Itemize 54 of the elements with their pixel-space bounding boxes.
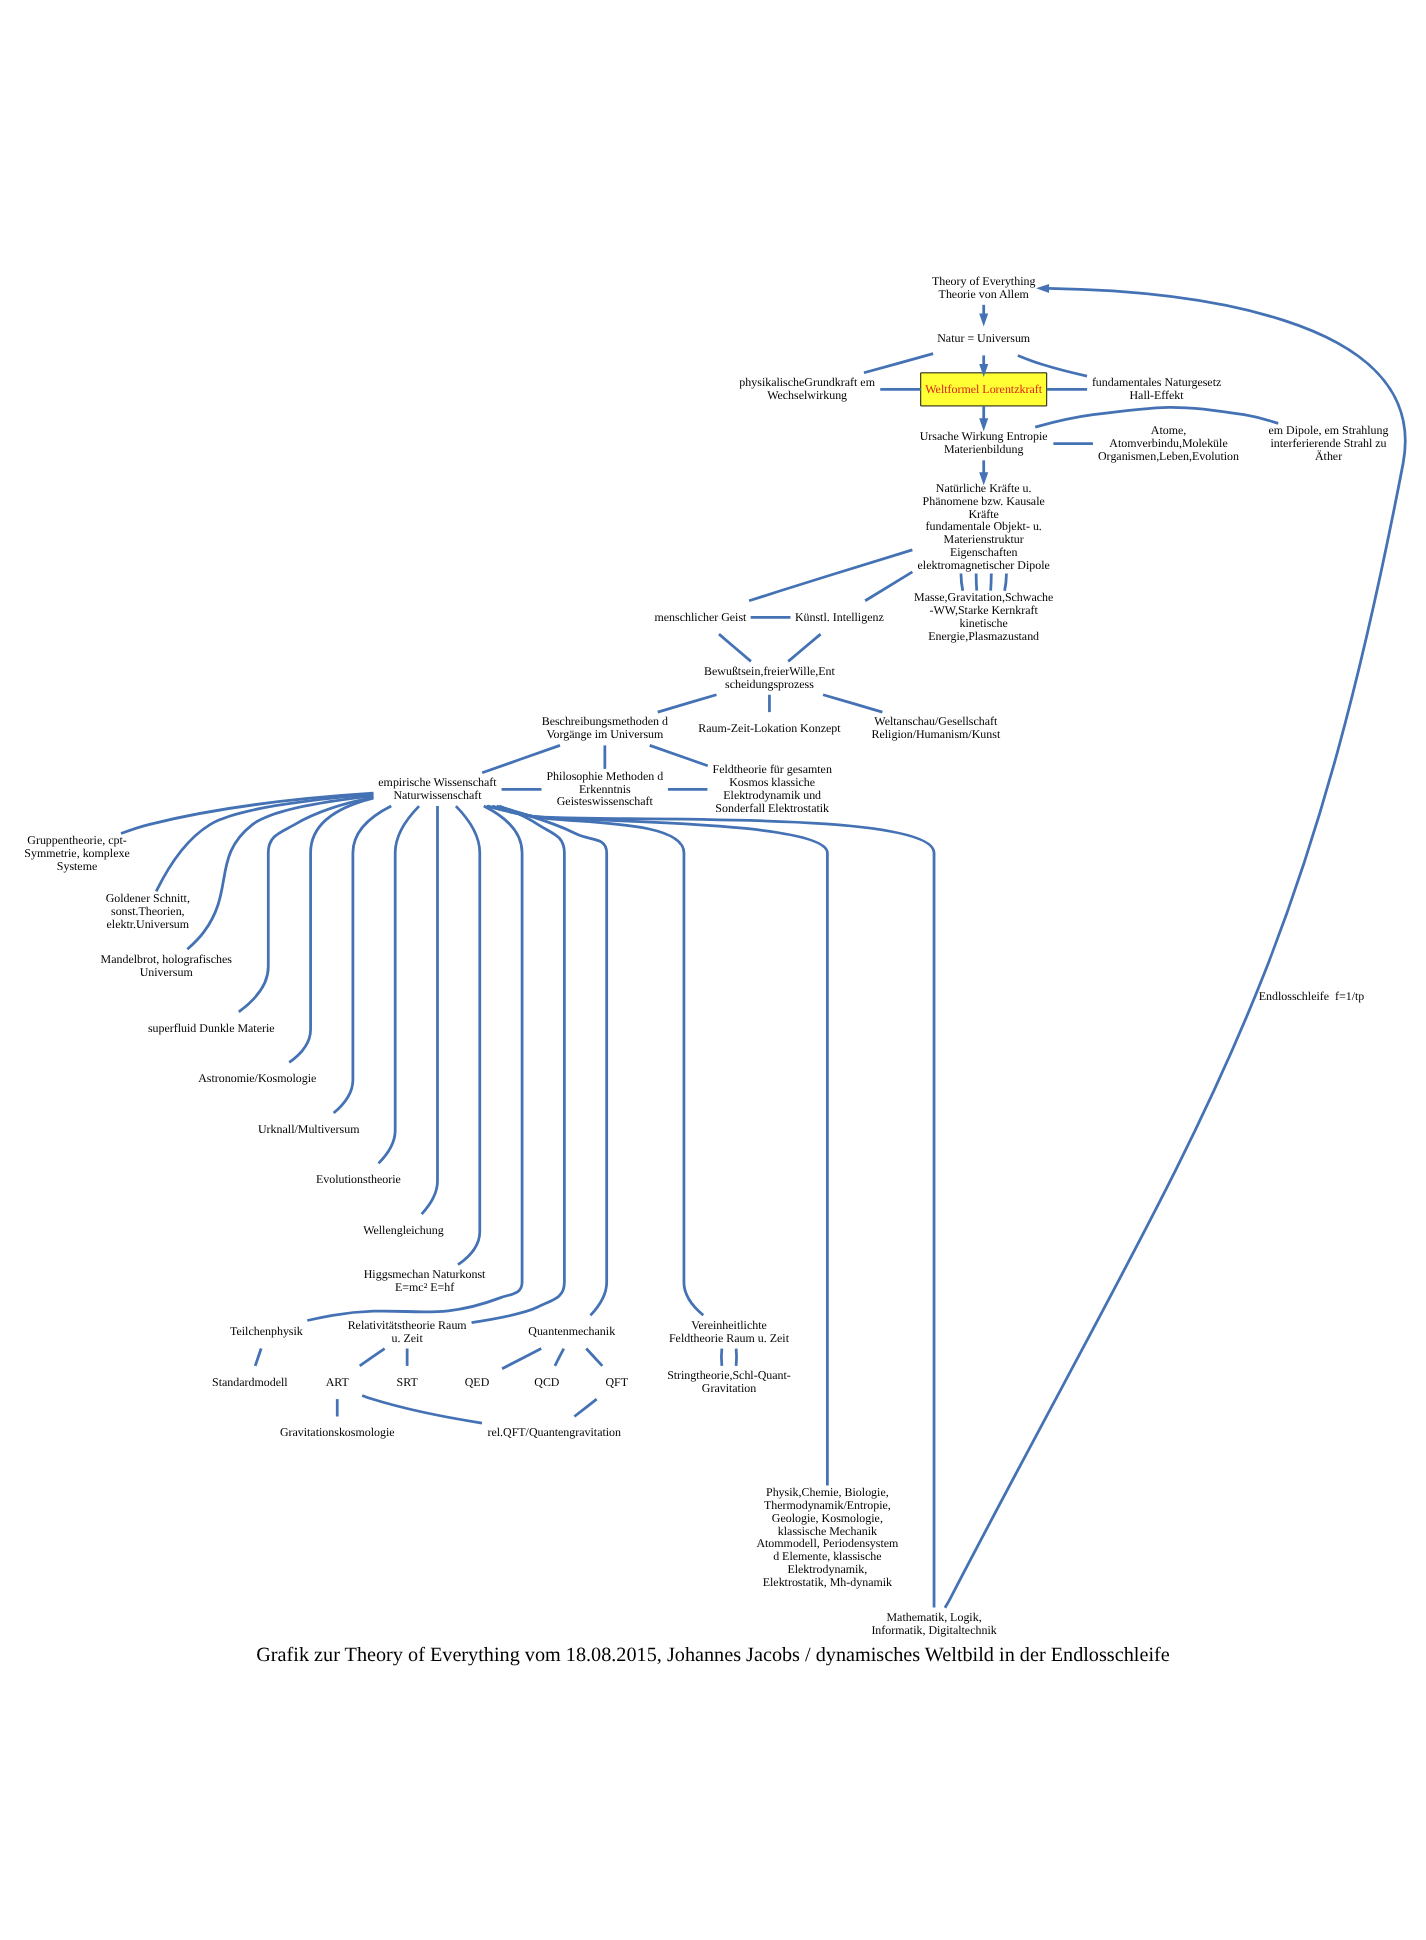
- connector: [377, 804, 421, 1164]
- connector: [496, 803, 609, 1316]
- connector: [186, 793, 374, 950]
- connector: [657, 692, 717, 713]
- connector: [420, 805, 439, 1215]
- connector: [335, 1398, 339, 1416]
- connector: [989, 572, 993, 590]
- connector: [974, 572, 979, 590]
- connector: [487, 803, 829, 1485]
- connector: [649, 743, 709, 767]
- connector: [822, 692, 883, 713]
- connector: [501, 1346, 542, 1369]
- connector: [253, 1347, 263, 1366]
- connector: [880, 387, 921, 390]
- connector: [491, 803, 705, 1316]
- connector: [1046, 387, 1088, 390]
- connector: [718, 632, 752, 662]
- arrow: [979, 405, 989, 431]
- connector: [361, 1393, 483, 1424]
- connector: [787, 632, 822, 662]
- connector: [481, 743, 561, 774]
- connector: [358, 1346, 386, 1367]
- arrow: [979, 354, 989, 376]
- connector: [667, 787, 708, 790]
- connector: [405, 1347, 409, 1365]
- connector: [748, 547, 913, 602]
- connector: [768, 693, 771, 712]
- connector: [1053, 441, 1093, 444]
- connector: [959, 572, 965, 590]
- arrow: [979, 459, 989, 485]
- connector: [1003, 572, 1008, 590]
- connector: [553, 1346, 565, 1366]
- connector: [1017, 353, 1088, 377]
- arrow: [943, 282, 1406, 1608]
- connector: [332, 803, 392, 1114]
- connector: [486, 803, 936, 1607]
- connector: [734, 1347, 738, 1366]
- connector: [288, 795, 374, 1063]
- connector: [750, 615, 791, 618]
- caption: Grafik zur Theory of Everything vom 18.08.2015, Johannes Jacobs / dynamisches Weltbild in der Endlosschleife: [256, 1643, 1170, 1666]
- connector: [154, 792, 374, 892]
- connector: [1034, 404, 1279, 428]
- connector: [864, 569, 914, 601]
- connector: [471, 803, 566, 1323]
- connector: [120, 790, 374, 834]
- connector: [603, 744, 607, 768]
- connector: [863, 351, 934, 374]
- connector: [720, 1347, 724, 1366]
- connector: [237, 795, 374, 1012]
- connector: [501, 787, 542, 790]
- connector: [454, 804, 482, 1265]
- connector: [585, 1346, 604, 1366]
- connector: [306, 803, 524, 1321]
- connector: [573, 1397, 598, 1417]
